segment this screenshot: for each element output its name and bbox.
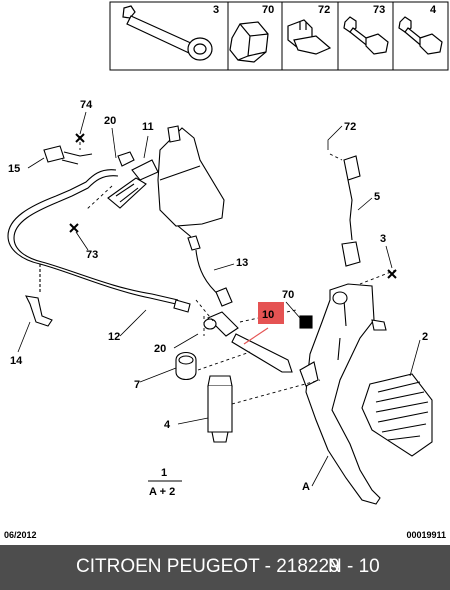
connector <box>43 145 65 163</box>
screw-icon <box>343 16 389 55</box>
footer-ref-code: 00019911 <box>406 530 446 540</box>
clutch-assembly-drawing <box>7 125 433 505</box>
callout-10: 10 <box>262 309 274 321</box>
callout-70: 70 <box>282 289 294 301</box>
bolt-icon <box>122 5 213 61</box>
master-cylinder <box>107 177 147 209</box>
pedal-pad <box>361 373 433 457</box>
screw-icon <box>398 16 443 55</box>
leader-lines <box>17 111 421 487</box>
reservoir <box>157 127 225 227</box>
part-ref-72: 72 <box>318 4 330 16</box>
callout-7: 7 <box>134 379 140 391</box>
footer-brand: CITROEN PEUGEOT - 218229 <box>76 556 340 577</box>
legend-bottom: A + 2 <box>149 486 175 498</box>
part-ref-4: 4 <box>430 4 437 16</box>
callout-A: A <box>302 481 310 493</box>
clip-icon <box>287 19 332 55</box>
callout-15: 15 <box>8 163 20 175</box>
callout-20: 20 <box>154 343 166 355</box>
parts-table <box>109 1 449 71</box>
callout-72: 72 <box>344 121 356 133</box>
callout-20: 20 <box>104 115 116 127</box>
part-ref-3: 3 <box>213 4 219 16</box>
callout-12: 12 <box>108 331 120 343</box>
push-rod <box>207 311 239 337</box>
footer-bar: CITROEN PEUGEOT - 218229 N - 10 <box>0 545 450 590</box>
legend-top: 1 <box>161 467 167 479</box>
nut-icon <box>229 21 269 63</box>
callout-11: 11 <box>142 121 154 133</box>
spring <box>207 375 233 443</box>
highlight-box <box>258 302 284 324</box>
callout-73: 73 <box>86 249 98 261</box>
callout-5: 5 <box>374 191 380 203</box>
footer-page: N - 10 <box>328 556 380 577</box>
callout-2: 2 <box>422 331 428 343</box>
callout-14: 14 <box>10 355 23 367</box>
callout-13: 13 <box>236 257 248 269</box>
part-ref-73: 73 <box>373 4 385 16</box>
part-ref-70: 70 <box>262 4 274 16</box>
footer-date: 06/2012 <box>4 530 37 540</box>
callout-74: 74 <box>80 99 93 111</box>
callout-4: 4 <box>164 419 171 431</box>
callout-3: 3 <box>380 233 386 245</box>
